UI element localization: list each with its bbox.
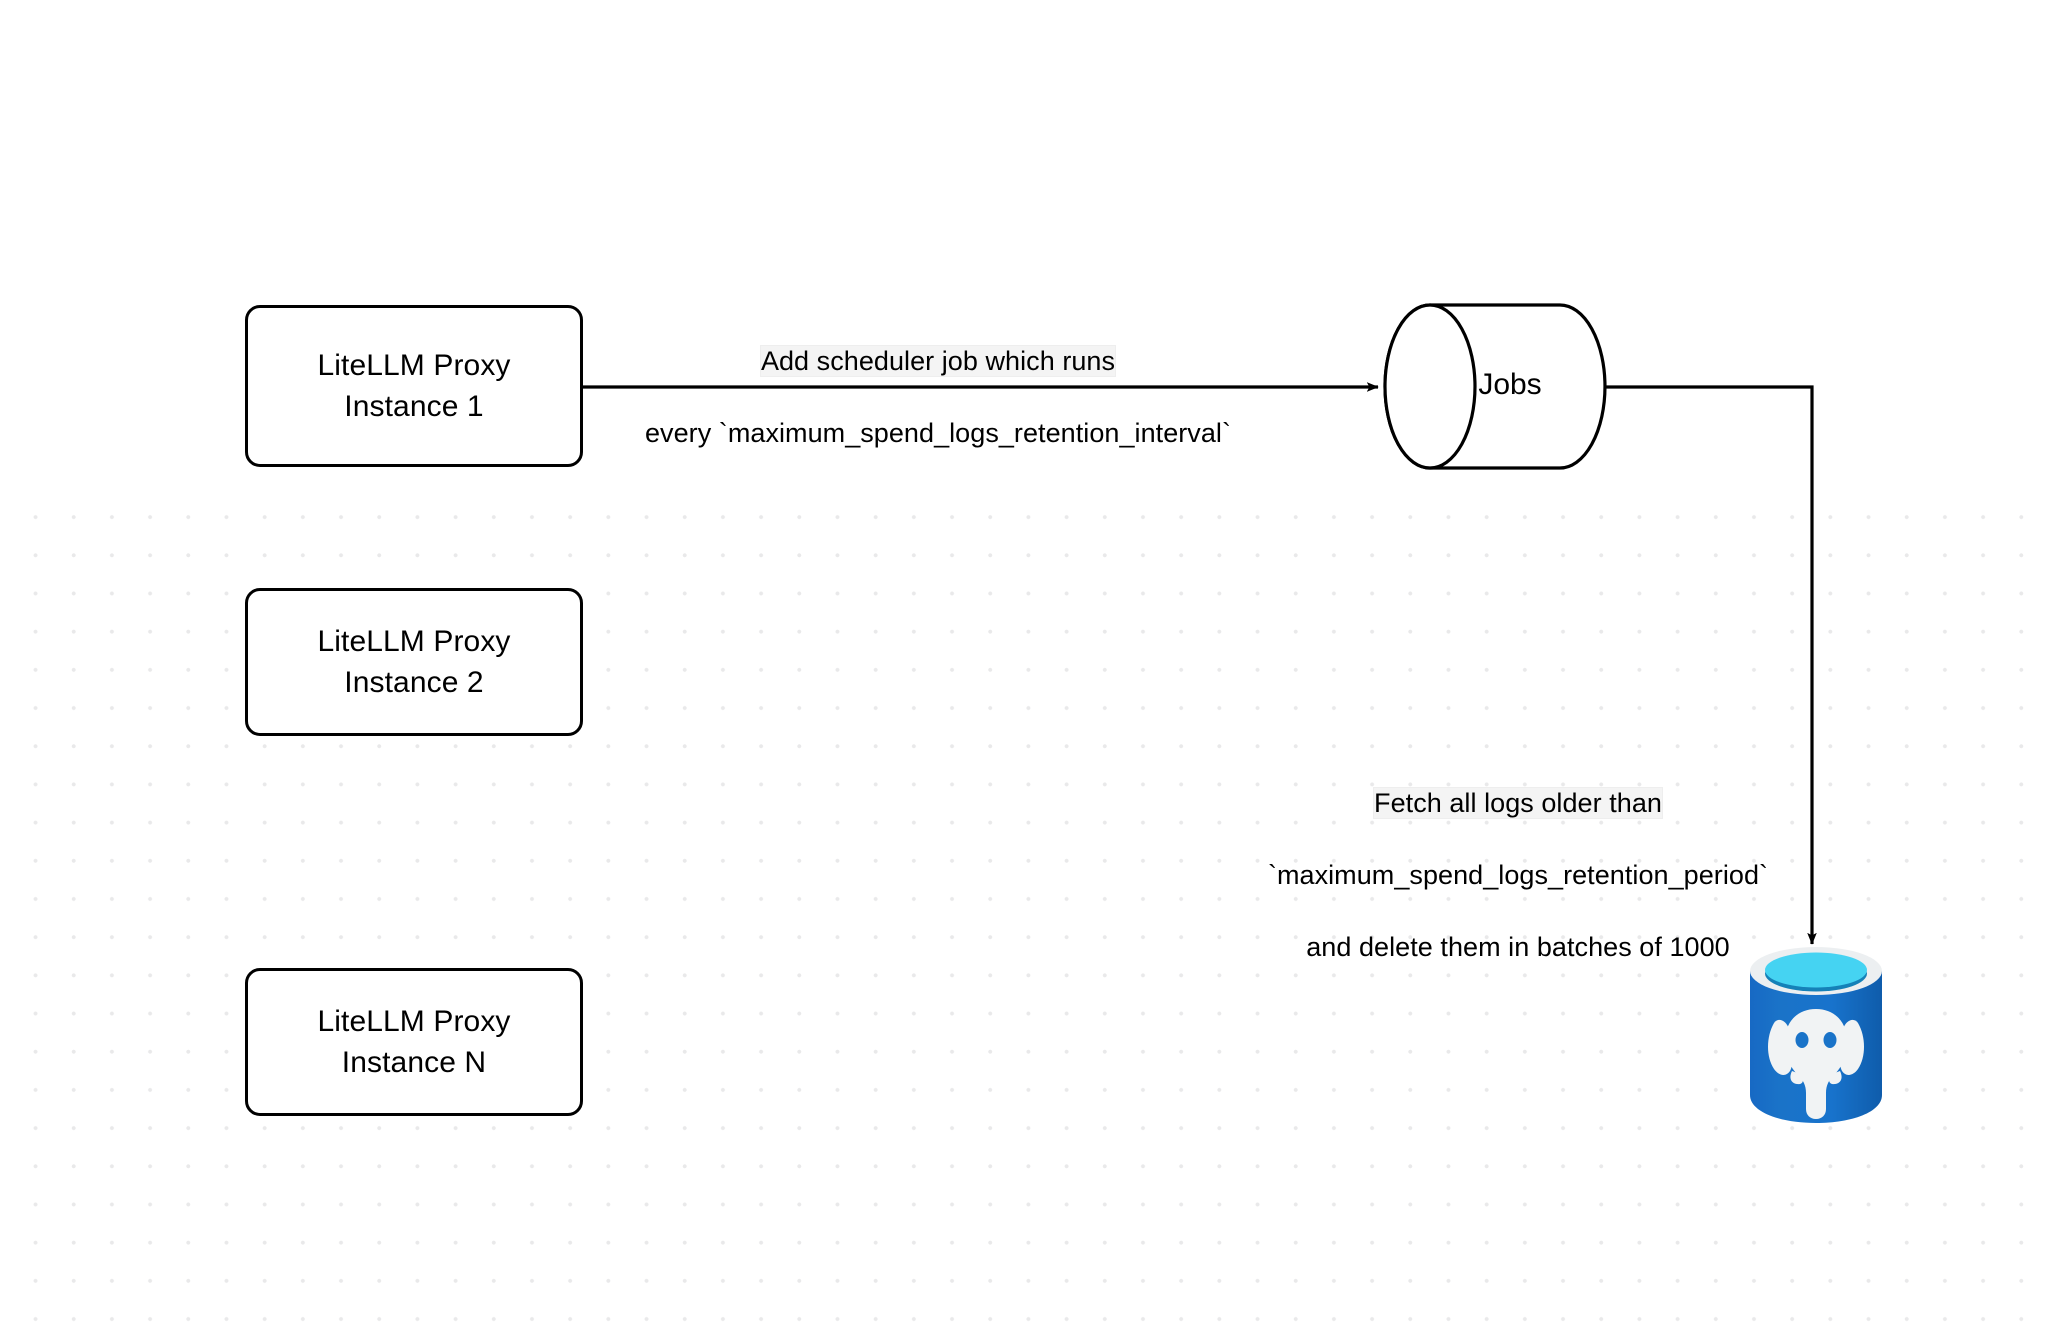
edge-scheduler-label-line-1: Add scheduler job which runs (568, 344, 1308, 380)
node-litellm-proxy-instance-n[interactable]: LiteLLM Proxy Instance N (245, 968, 583, 1116)
node-label: LiteLLM Proxy Instance 1 (317, 348, 511, 423)
postgres-elephant-eyes (1795, 1032, 1837, 1048)
edge-scheduler-label-line-2: every `maximum_spend_logs_retention_inte… (644, 417, 1232, 448)
edge-fetch-label-line-1-text: Fetch all logs older than (1373, 786, 1663, 819)
edge-scheduler-label: Add scheduler job which runs every `maxi… (568, 308, 1308, 488)
jobs-cylinder-shape (1383, 303, 1607, 470)
edge-fetch-label-line-1: Fetch all logs older than (1228, 786, 1808, 822)
edge-fetch-line (1605, 385, 1817, 945)
edge-fetch-label-line-3: and delete them in batches of 1000 (1306, 931, 1730, 962)
edge-scheduler-label-line-1-text: Add scheduler job which runs (759, 344, 1117, 377)
postgres-elephant-tusks (1790, 1071, 1842, 1085)
node-jobs-label: Jobs (1478, 368, 1542, 401)
edge-fetch-label: Fetch all logs older than `maximum_spend… (1228, 750, 1808, 1001)
node-litellm-proxy-instance-1[interactable]: LiteLLM Proxy Instance 1 (245, 305, 583, 467)
node-label: LiteLLM Proxy Instance N (317, 1004, 511, 1079)
postgresql-icon (1750, 947, 1882, 1123)
node-litellm-proxy-instance-2[interactable]: LiteLLM Proxy Instance 2 (245, 588, 583, 736)
edge-fetch-label-line-2: `maximum_spend_logs_retention_period` (1267, 859, 1769, 890)
node-label: LiteLLM Proxy Instance 2 (317, 624, 511, 699)
